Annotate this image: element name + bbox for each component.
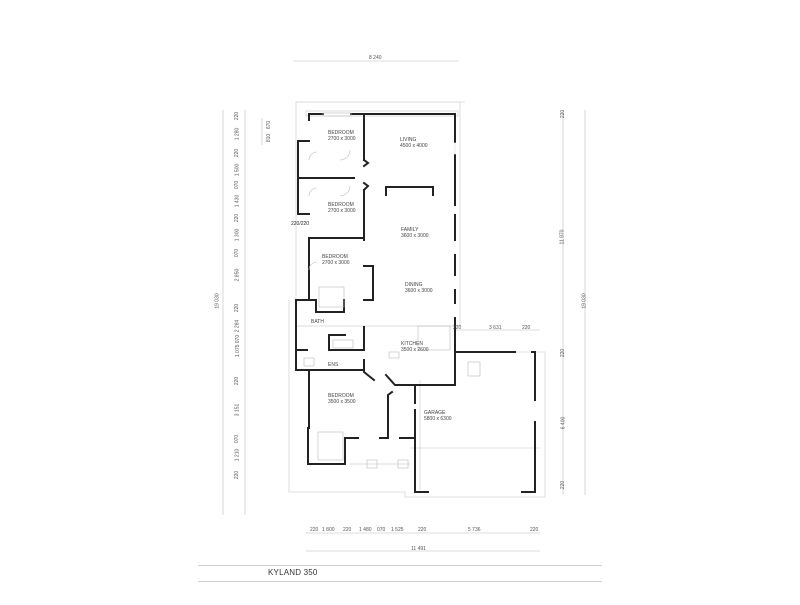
dim-top-overall: 8 240 <box>369 55 382 61</box>
walls <box>295 113 536 493</box>
dim-left-small: 670 <box>266 120 273 130</box>
dim-left: 3 151 <box>234 403 241 417</box>
dim-garage-top: 220 <box>453 325 462 331</box>
dim-bottom: 220 <box>310 527 319 533</box>
room-kitchen: KITCHEN 3500 x 2600 <box>401 341 429 353</box>
dim-left: 220 <box>234 470 241 480</box>
dim-left: 2 850 <box>234 268 241 282</box>
dim-bottom: 220 <box>530 527 539 533</box>
room-size: 3600 x 3000 <box>401 233 429 239</box>
dim-left: 220 <box>234 376 241 386</box>
room-size: 4500 x 4000 <box>400 143 428 149</box>
room-name: KITCHEN <box>401 341 423 347</box>
dim-left: 070 <box>234 434 241 444</box>
room-name: BATH <box>311 319 324 325</box>
room-name: BEDROOM <box>328 202 354 208</box>
dim-left: 1 500 <box>234 163 241 177</box>
dim-left: 1 300 <box>234 228 241 242</box>
room-size: 3500 x 3500 <box>328 399 356 405</box>
dim-right: 6 400 <box>560 416 567 430</box>
room-name: DINING <box>405 282 423 288</box>
room-size: 3600 x 3000 <box>405 288 433 294</box>
dim-left: 1 075 070 <box>235 334 242 358</box>
room-bedroom-2: BEDROOM 2700 x 3000 <box>328 202 356 214</box>
title-rule-bottom <box>198 581 602 582</box>
dim-left: 1 210 <box>234 448 241 462</box>
room-name: FAMILY <box>401 227 419 233</box>
dim-bottom: 220 <box>418 527 427 533</box>
dim-left: 220 <box>234 213 241 223</box>
room-garage: GARAGE 5800 x 6300 <box>424 410 452 422</box>
room-name: GARAGE <box>424 410 446 416</box>
room-bedroom-1: BEDROOM 2700 x 3000 <box>328 130 356 142</box>
dim-bottom: 5 736 <box>468 527 481 533</box>
dim-bottom: 1 480 <box>359 527 372 533</box>
dim-left: 2 284 <box>234 319 241 333</box>
room-ens: ENS <box>328 362 338 368</box>
room-size: 3500 x 2600 <box>401 347 429 353</box>
dim-left: 220 <box>234 148 241 158</box>
dim-right: 220 <box>560 348 567 358</box>
dim-right: 11 970 <box>559 229 566 245</box>
eaves-outline <box>288 101 546 498</box>
room-family: FAMILY 3600 x 3000 <box>401 227 429 239</box>
dim-left: 1 280 <box>234 127 241 141</box>
dim-right: 220 <box>560 480 567 490</box>
dim-bottom: 070 <box>377 527 386 533</box>
room-name: BEDROOM <box>322 254 348 260</box>
room-name: ENS <box>328 362 339 368</box>
dim-left-small: 810 <box>266 133 273 143</box>
dim-left: 070 <box>234 180 241 190</box>
room-size: 5800 x 6300 <box>424 416 452 422</box>
dim-bottom: 1 800 <box>322 527 335 533</box>
room-size: 2700 x 3000 <box>328 136 356 142</box>
room-size: 2700 x 3000 <box>328 208 356 214</box>
dim-left: 1 430 <box>234 194 241 208</box>
dim-bottom: 220 <box>343 527 352 533</box>
room-size: 2700 x 3000 <box>322 260 350 266</box>
room-bedroom-3: BEDROOM 2700 x 3000 <box>322 254 350 266</box>
dim-left: 220 <box>234 111 241 121</box>
room-name: LIVING <box>400 137 417 143</box>
room-living: LIVING 4500 x 4000 <box>400 137 428 149</box>
dim-right: 220 <box>560 109 567 119</box>
dim-bottom-overall: 11 491 <box>411 546 426 552</box>
dim-right-overall: 19 030 <box>581 293 588 309</box>
dimension-lines <box>222 60 586 552</box>
room-name: BEDROOM <box>328 393 354 399</box>
room-name: BEDROOM <box>328 130 354 136</box>
dim-left: 070 <box>234 248 241 258</box>
room-bedroom-4: BEDROOM 3500 x 3500 <box>328 393 356 405</box>
plan-title: KYLAND 350 <box>268 568 318 577</box>
dim-bottom: 1 525 <box>391 527 404 533</box>
dim-garage-top: 220 <box>522 325 531 331</box>
title-rule-top <box>198 565 602 566</box>
dim-left: 220 <box>234 303 241 313</box>
room-dining: DINING 3600 x 3000 <box>405 282 433 294</box>
dim-garage-top: 3 631 <box>489 325 502 331</box>
dim-left-overall: 19 030 <box>214 293 221 309</box>
fixtures <box>303 112 481 469</box>
dim-left-notch: 220/220 <box>291 221 310 227</box>
room-bath: BATH <box>311 319 324 325</box>
